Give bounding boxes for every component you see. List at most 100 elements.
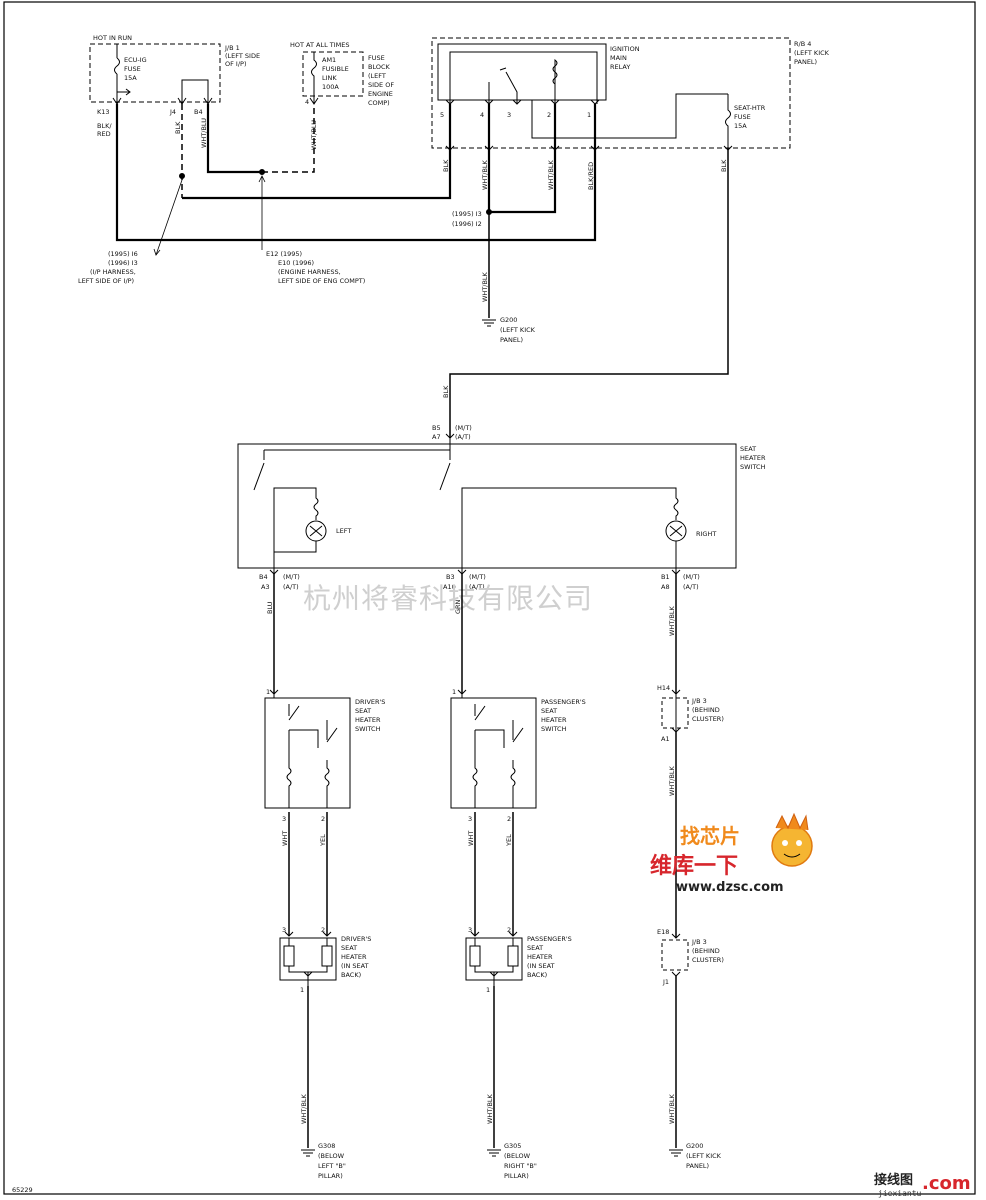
ground-label: LEFT "B"	[318, 1162, 346, 1170]
pin-label: H14	[657, 684, 670, 692]
jb3-top: H14 A1 J/B 3 (BEHIND CLUSTER) WHT/BLK	[657, 684, 724, 796]
pin-label: B5	[432, 424, 441, 432]
rb4-title: PANEL)	[794, 58, 817, 66]
wire-label: WHT	[281, 831, 289, 846]
relay-label: IGNITION	[610, 45, 640, 53]
jb3-title: J/B 3	[691, 938, 707, 946]
pas-heater-title: BACK)	[527, 971, 547, 979]
trans-label: (M/T)	[683, 573, 700, 581]
pin-label: 2	[547, 111, 551, 119]
wire-label: WHT/BLU	[200, 118, 208, 148]
splice-i6-label: (1995) I6	[108, 250, 138, 258]
seat-htr-fuse-label: SEAT-HTR	[734, 104, 766, 112]
jb1-title: OF I/P)	[225, 60, 246, 68]
jb3-bottom: E18 J1 J/B 3 (BEHIND CLUSTER)	[657, 928, 724, 986]
pin-label: 2	[321, 815, 325, 823]
logo-top-text: 找芯片	[680, 824, 740, 848]
ground-icon	[301, 1149, 315, 1157]
wire-label: WHT/BLK	[668, 605, 676, 636]
ground-icon	[669, 1149, 683, 1157]
seat-htr-fuse-label: 15A	[734, 122, 747, 130]
pin-label: 1	[486, 986, 490, 994]
fuse-block-title: BLOCK	[368, 63, 391, 71]
pin-label: 3	[468, 815, 472, 823]
splice-e12-label: E10 (1996)	[278, 259, 314, 267]
pin-label: 3	[468, 926, 472, 934]
ground-label: G308	[318, 1142, 335, 1150]
hot-in-run-label: HOT IN RUN	[93, 34, 132, 42]
splice-e12-label: E12 (1995)	[266, 250, 302, 258]
pin-label: A10	[443, 583, 456, 591]
rb4-title: (LEFT KICK	[794, 49, 830, 57]
seat-htr-fuse-label: FUSE	[734, 113, 751, 121]
splice-i3-label: (1995) I3	[452, 210, 482, 218]
fuse-block: HOT AT ALL TIMES AM1 FUSIBLE LINK 100A F…	[290, 41, 394, 150]
fuse-block-title: FUSE	[368, 54, 385, 62]
left-lamp-label: LEFT	[336, 527, 351, 535]
pas-heater-title: PASSENGER'S	[527, 935, 572, 943]
ecu-ig-fuse-label: 15A	[124, 74, 137, 82]
fuse-block-title: SIDE OF	[368, 81, 394, 89]
pin-label: A7	[432, 433, 441, 441]
pin-label: 1	[587, 111, 591, 119]
drv-heater-title: BACK)	[341, 971, 361, 979]
ground-label: PILLAR)	[318, 1172, 343, 1180]
fuse-block-title: (LEFT	[368, 72, 386, 80]
pin-label: E18	[657, 928, 669, 936]
fusible-link-label: 100A	[322, 83, 339, 91]
wire-label: WHT/BLK	[481, 271, 489, 302]
wire-label: YEL	[319, 834, 327, 847]
pin-label: A8	[661, 583, 670, 591]
pin-label: 3	[507, 111, 511, 119]
wire-label: WHT	[467, 831, 475, 846]
splice-i6-label: (I/P HARNESS,	[90, 268, 136, 276]
fusible-link-label: LINK	[322, 74, 337, 82]
wire-label: WHT/BLK	[300, 1093, 308, 1124]
passengers-seat-heater-switch: 1 PASSENGER'S SEAT HEATER SWITCH 3 2 WHT…	[450, 688, 586, 847]
ground-g200-label: (LEFT KICK	[500, 326, 536, 334]
wire-label: WHT/BLK	[481, 159, 489, 190]
pin-label: B3	[446, 573, 455, 581]
fusible-link-label: AM1	[322, 56, 336, 64]
wire-label: WHT/BLK	[668, 1093, 676, 1124]
pin-label: 5	[440, 111, 444, 119]
pin-label: B1	[661, 573, 670, 581]
corner-logo-sub: jiexiantu	[878, 1189, 922, 1198]
seat-switch-title: HEATER	[740, 454, 766, 462]
trans-label: (A/T)	[683, 583, 699, 591]
trans-label: (M/T)	[283, 573, 300, 581]
pas-switch-title: SEAT	[541, 707, 557, 715]
ground-label: (LEFT KICK	[686, 1152, 722, 1160]
splice-i6-label: (1996) I3	[108, 259, 138, 267]
corner-logo-text: 接线图	[874, 1172, 913, 1188]
pin-label: 2	[507, 926, 511, 934]
top-wiring	[115, 104, 729, 438]
pin-label: K13	[97, 108, 110, 116]
jb3-title: (BEHIND	[692, 947, 720, 955]
wire-label: WHT/BLK	[547, 159, 555, 190]
passengers-seat-heater: 3 2 1 PASSENGER'S SEAT HEATER (IN SEAT B…	[465, 926, 572, 994]
pas-switch-title: PASSENGER'S	[541, 698, 586, 706]
pin-label: B4	[194, 108, 203, 116]
corner-logo: 接线图 .com jiexiantu	[874, 1172, 971, 1198]
splice-i3-label: (1996) I2	[452, 220, 482, 228]
ecu-ig-fuse-label: FUSE	[124, 65, 141, 73]
wire-label: WHT/BLK	[668, 765, 676, 796]
trans-label: (M/T)	[455, 424, 472, 432]
ground-label: PILLAR)	[504, 1172, 529, 1180]
ground-g308: WHT/BLK G308 (BELOW LEFT "B" PILLAR)	[300, 1093, 346, 1180]
ground-g200-label: PANEL)	[500, 336, 523, 344]
wire-label: RED	[97, 130, 111, 138]
wire-label: BLK	[720, 159, 728, 172]
splice-e12-label: (ENGINE HARNESS,	[278, 268, 341, 276]
corner-logo-dom: .com	[922, 1173, 971, 1194]
wire-label: BLK/RED	[587, 162, 595, 190]
wire-label: BLK	[442, 385, 450, 398]
mascot-icon	[771, 825, 813, 867]
wire-label: BLU	[266, 601, 274, 614]
ground-label: G305	[504, 1142, 521, 1150]
pin-label: J1	[662, 978, 669, 986]
jb1-title: (LEFT SIDE	[225, 52, 260, 60]
pin-label: 1	[300, 986, 304, 994]
trans-label: (A/T)	[469, 583, 485, 591]
